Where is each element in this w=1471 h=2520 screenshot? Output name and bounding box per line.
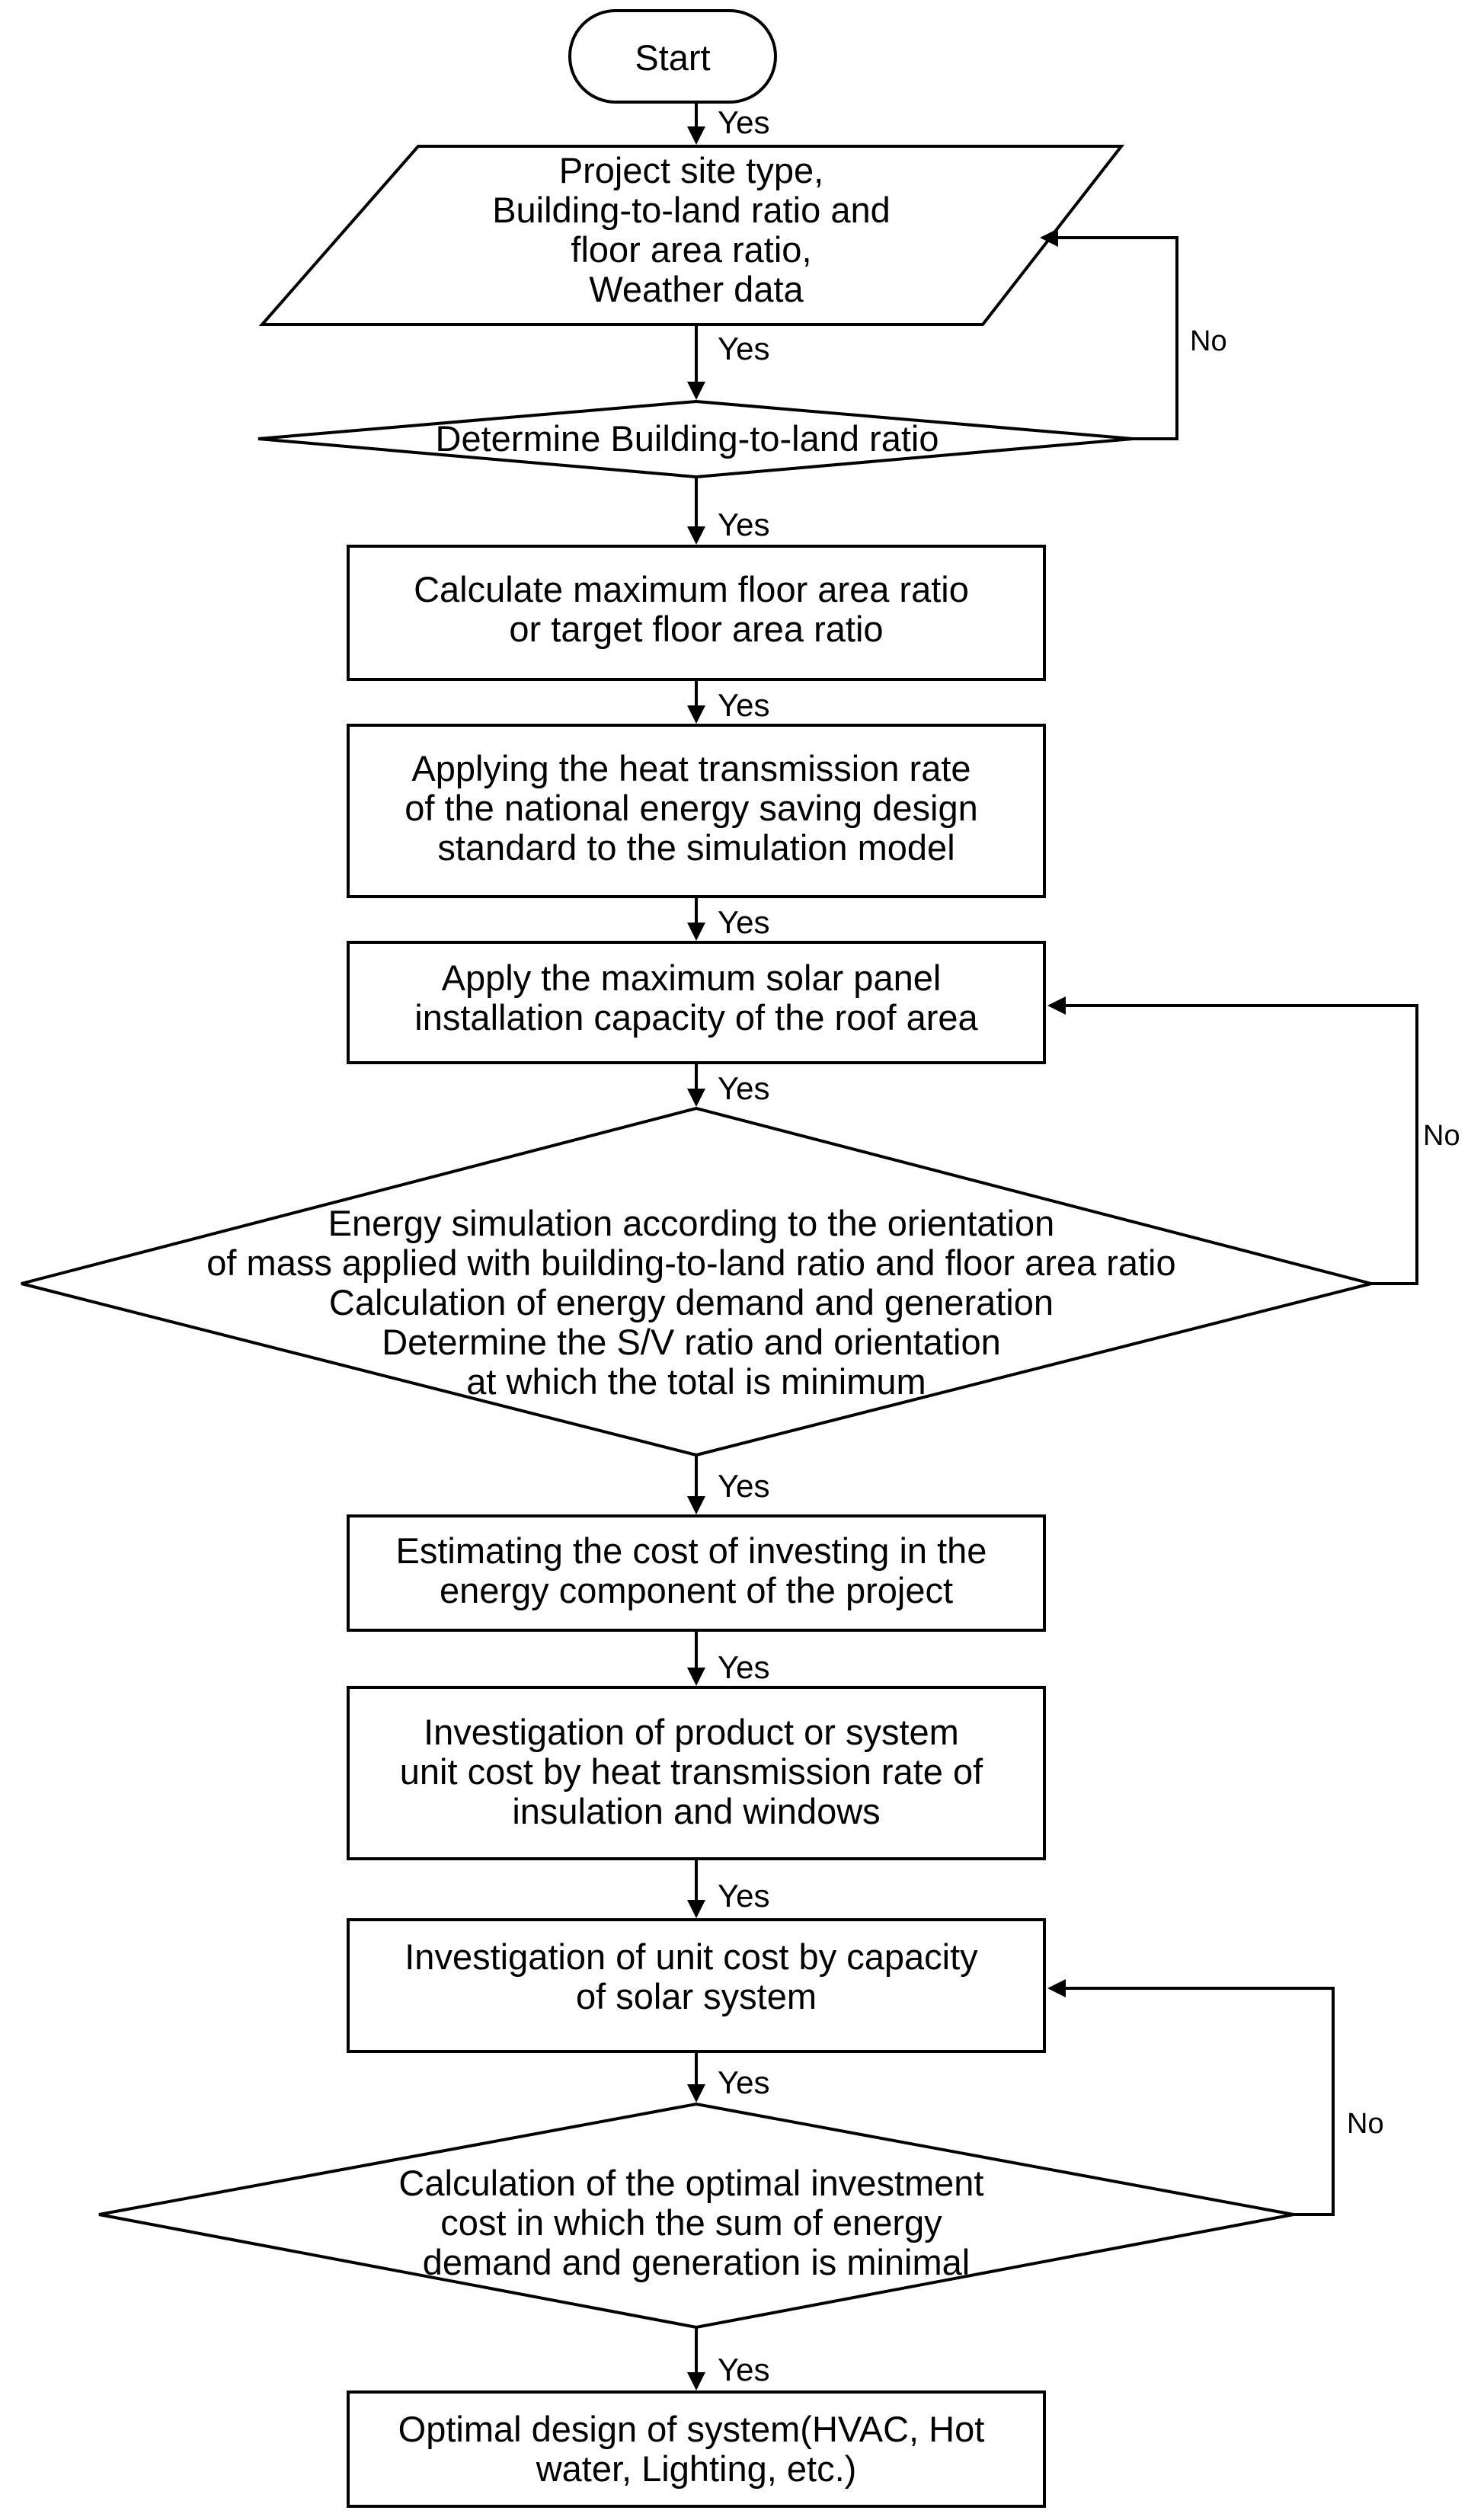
calc-optimal-line: demand and generation is minimal xyxy=(423,2242,970,2282)
yes-label: Yes xyxy=(718,1649,770,1685)
yes-connectors xyxy=(687,102,705,2390)
optimal-design-line: Optimal design of system(HVAC, Hot xyxy=(398,2409,985,2449)
energy-sim-label: Energy simulation according to the orien… xyxy=(206,1203,1185,1402)
calc-optimal-line: Calculation of the optimal investment xyxy=(398,2163,983,2203)
calc-optimal-line: cost in which the sum of energy xyxy=(440,2202,942,2243)
start-label: Start xyxy=(635,37,710,78)
yes-label: Yes xyxy=(718,1070,770,1106)
calc-optimal-label: Calculation of the optimal investment co… xyxy=(398,2163,993,2282)
apply-heat-line: Applying the heat transmission rate xyxy=(411,748,971,788)
investigate-product-box xyxy=(347,1686,1046,1860)
energy-sim-line: at which the total is minimum xyxy=(466,1361,926,1402)
estimate-cost-line: Estimating the cost of investing in the xyxy=(396,1530,987,1571)
investigate-solar-line: of solar system xyxy=(576,1976,817,2016)
input-data-parallelogram xyxy=(258,145,1125,326)
apply-solar-line: Apply the maximum solar panel xyxy=(442,958,942,998)
yes-label: Yes xyxy=(718,1878,770,1914)
yes-label: Yes xyxy=(718,904,770,940)
input-data-line: floor area ratio, xyxy=(571,229,811,270)
estimate-cost-label: Estimating the cost of investing in the … xyxy=(396,1530,997,1610)
input-data-line: Project site type, xyxy=(559,150,823,190)
investigate-product-line: Investigation of product or system xyxy=(424,1712,959,1752)
apply-solar-box xyxy=(347,941,1046,1064)
yes-label: Yes xyxy=(718,331,770,366)
estimate-cost-box xyxy=(347,1514,1046,1632)
no-label: No xyxy=(1423,1120,1460,1152)
apply-heat-label: Applying the heat transmission rate of t… xyxy=(405,748,988,868)
input-data-label: Project site type, Building-to-land rati… xyxy=(492,150,900,309)
investigate-solar-box xyxy=(347,1918,1046,2053)
calc-far-line: Calculate maximum floor area ratio xyxy=(414,569,969,609)
yes-label: Yes xyxy=(718,1468,770,1504)
apply-heat-line: of the national energy saving design xyxy=(405,788,978,828)
investigate-solar-line: Investigation of unit cost by capacity xyxy=(405,1936,978,1977)
optimal-design-label: Optimal design of system(HVAC, Hot water… xyxy=(398,2409,995,2489)
investigate-product-line: insulation and windows xyxy=(512,1791,880,1831)
investigate-product-label: Investigation of product or system unit … xyxy=(400,1712,993,1831)
investigate-product-line: unit cost by heat transmission rate of xyxy=(400,1751,983,1792)
optimal-design-box xyxy=(347,2390,1046,2508)
energy-sim-line: Calculation of energy demand and generat… xyxy=(329,1282,1054,1322)
determine-btl-line: Determine Building-to-land ratio xyxy=(436,418,939,459)
no-label: No xyxy=(1190,325,1227,357)
yes-label: Yes xyxy=(718,507,770,542)
calc-far-box xyxy=(347,545,1046,681)
input-data-line: Building-to-land ratio and xyxy=(492,190,891,230)
investigate-solar-label: Investigation of unit cost by capacity o… xyxy=(405,1936,987,2016)
yes-label: Yes xyxy=(718,2064,770,2100)
energy-sim-line: Energy simulation according to the orien… xyxy=(328,1203,1055,1243)
estimate-cost-line: energy component of the project xyxy=(440,1570,953,1610)
calc-far-line: or target floor area ratio xyxy=(509,609,883,649)
yes-label: Yes xyxy=(718,2352,770,2387)
no-label: No xyxy=(1347,2108,1384,2140)
apply-solar-line: installation capacity of the roof area xyxy=(414,997,978,1038)
apply-heat-line: standard to the simulation model xyxy=(437,827,955,868)
input-data-line: Weather data xyxy=(589,269,804,309)
energy-sim-line: Determine the S/V ratio and orientation xyxy=(382,1322,1001,1362)
no-loop-3 xyxy=(1047,1979,1335,2216)
apply-heat-box xyxy=(347,724,1046,898)
energy-sim-line: of mass applied with building-to-land ra… xyxy=(206,1242,1175,1283)
no-loop-1 xyxy=(1040,229,1178,440)
optimal-design-line: water, Lighting, etc.) xyxy=(536,2448,857,2489)
calc-far-label: Calculate maximum floor area ratio or ta… xyxy=(414,569,979,649)
yes-label: Yes xyxy=(718,104,770,140)
start-terminal xyxy=(568,9,777,104)
no-loop-2 xyxy=(1047,996,1418,1285)
apply-solar-label: Apply the maximum solar panel installati… xyxy=(414,958,978,1038)
determine-btl-label: Determine Building-to-land ratio xyxy=(436,418,939,459)
yes-label: Yes xyxy=(718,687,770,723)
